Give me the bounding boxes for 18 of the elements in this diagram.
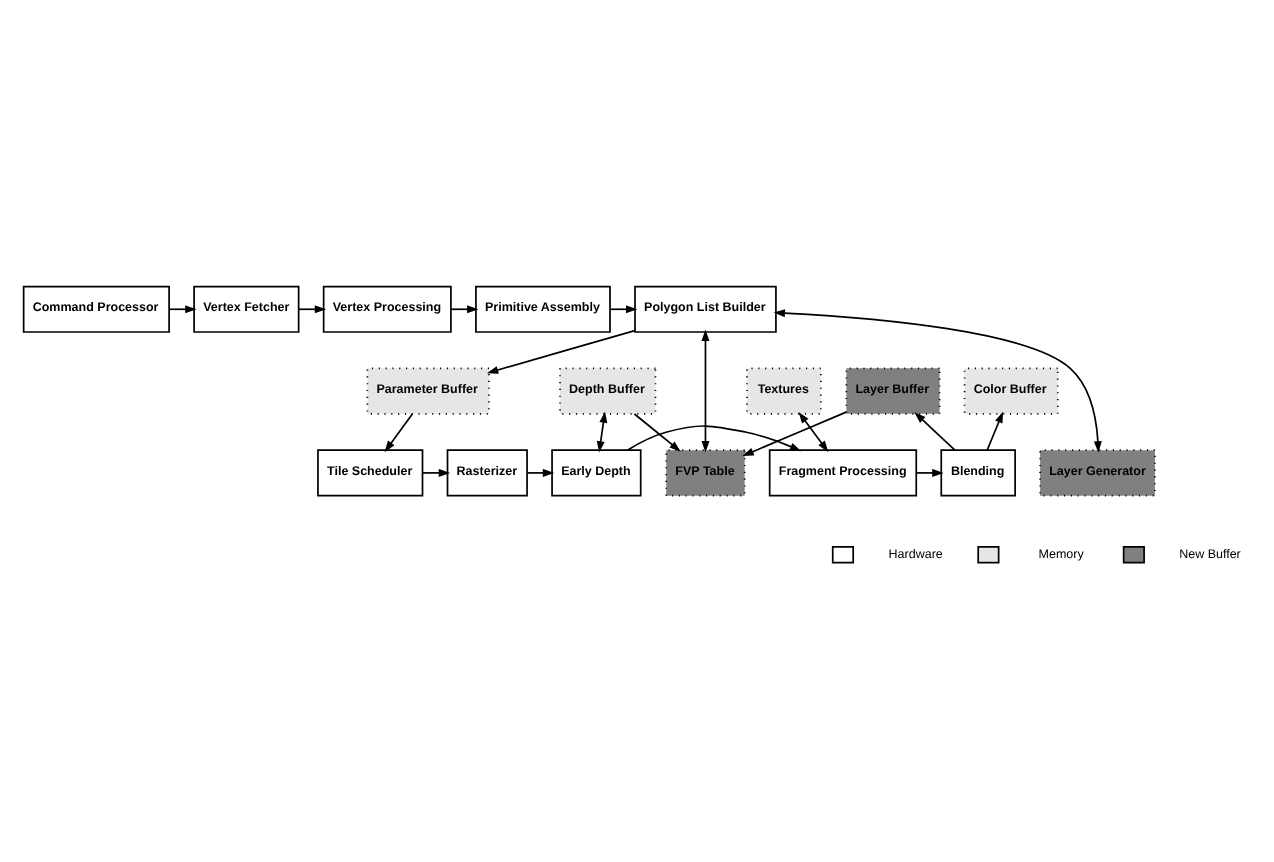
arrow [450, 304, 479, 313]
arrow [596, 410, 608, 452]
arrow [633, 412, 681, 451]
arrow [486, 328, 636, 373]
arrow [773, 308, 1102, 452]
arrow [168, 304, 197, 313]
arrow [384, 412, 414, 452]
arrow [914, 411, 956, 450]
arrow [986, 410, 1004, 450]
arrow [609, 304, 638, 313]
arrow [701, 328, 710, 452]
arrow [526, 467, 555, 476]
arrow [626, 424, 802, 451]
arrow [915, 467, 944, 476]
arrow [798, 410, 829, 452]
arrow [297, 304, 327, 313]
arrow [421, 467, 451, 476]
arrow [742, 410, 847, 456]
